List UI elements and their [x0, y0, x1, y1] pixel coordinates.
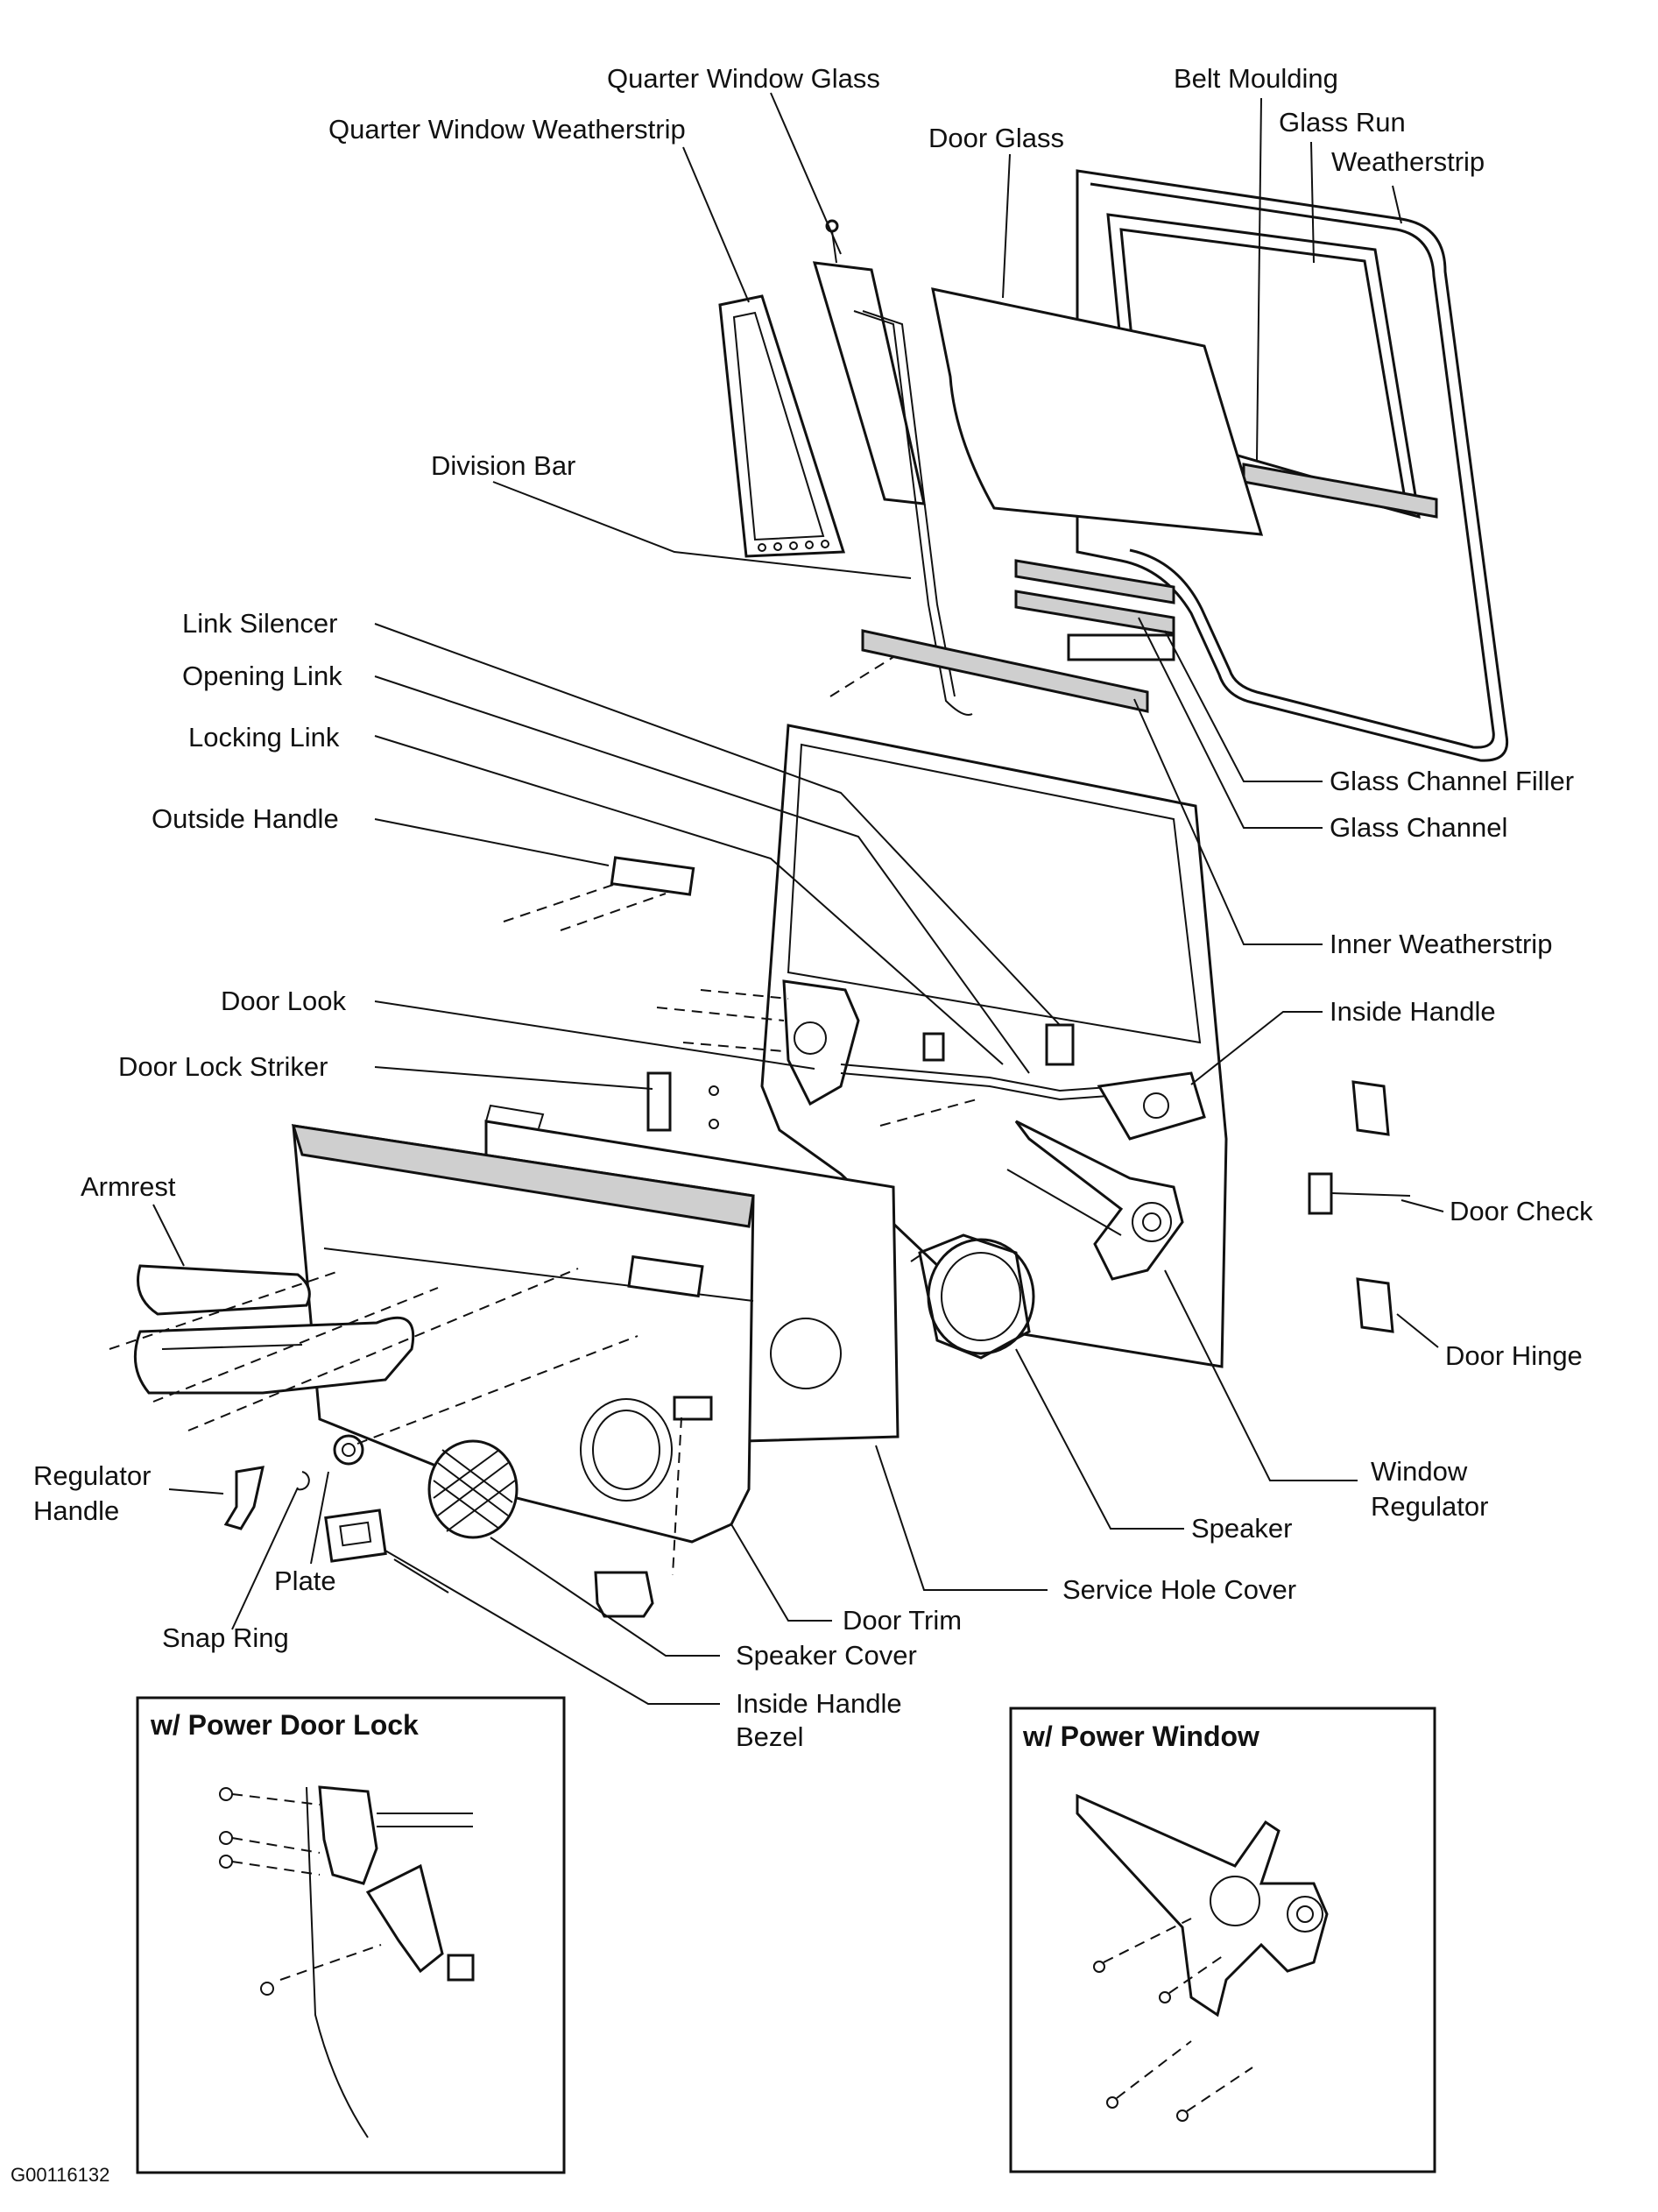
label-outside-handle: Outside Handle: [152, 803, 339, 834]
label-division-bar: Division Bar: [431, 450, 575, 481]
door-links: [840, 1023, 1122, 1101]
label-inside-handle: Inside Handle: [1330, 996, 1496, 1027]
label-glass-channel-filler: Glass Channel Filler: [1330, 766, 1574, 796]
inset-power-window: w/ Power Window: [1009, 1707, 1436, 2173]
figure-code: G00116132: [11, 2164, 109, 2186]
label-regulator-handle-1: Regulator: [33, 1460, 151, 1491]
label-regulator-handle-2: Handle: [33, 1495, 119, 1526]
label-window-regulator-2: Regulator: [1371, 1491, 1488, 1522]
door-glass: [931, 287, 1264, 536]
inside-handle-bezel-part: [324, 1509, 449, 1594]
speaker-part: [918, 1233, 1035, 1360]
label-quarter-window-glass: Quarter Window Glass: [607, 63, 880, 94]
door-check-hinge-parts: [1308, 1080, 1411, 1333]
outside-handle-part: [503, 856, 695, 931]
inside-handle-part: [1097, 1071, 1206, 1141]
leader-lines: [152, 92, 1444, 1705]
label-quarter-window-weatherstrip: Quarter Window Weatherstrip: [328, 114, 686, 145]
label-glass-channel: Glass Channel: [1330, 812, 1507, 843]
quarter-window-weatherstrip: [718, 294, 846, 558]
inset-power-window-title: w/ Power Window: [1022, 1721, 1259, 1752]
label-plate: Plate: [274, 1565, 336, 1596]
label-door-lock-striker: Door Lock Striker: [118, 1051, 328, 1082]
inset-power-door-lock-title: w/ Power Door Lock: [150, 1709, 419, 1741]
label-glass-run-2: Weatherstrip: [1331, 146, 1485, 177]
label-belt-moulding: Belt Moulding: [1174, 63, 1338, 94]
door-trim-part: [291, 1124, 755, 1544]
label-door-trim: Door Trim: [843, 1605, 962, 1636]
label-glass-run-1: Glass Run: [1279, 107, 1406, 138]
inset-power-door-lock: w/ Power Door Lock: [136, 1696, 566, 2174]
label-service-hole-cover: Service Hole Cover: [1062, 1574, 1296, 1605]
label-door-check: Door Check: [1450, 1196, 1593, 1226]
speaker-cover-part: [427, 1439, 519, 1539]
inner-weatherstrip-part: [861, 629, 1149, 713]
part-labels: Quarter Window Glass Quarter Window Weat…: [33, 63, 1593, 1752]
armrest-part: [133, 1264, 415, 1395]
belt-moulding: [1242, 463, 1438, 519]
label-door-hinge: Door Hinge: [1445, 1340, 1583, 1371]
small-parts: [223, 1434, 654, 1618]
label-link-silencer: Link Silencer: [182, 608, 337, 639]
label-door-glass: Door Glass: [928, 123, 1064, 153]
label-speaker-cover: Speaker Cover: [736, 1640, 917, 1671]
label-armrest: Armrest: [81, 1171, 176, 1202]
label-window-regulator-1: Window: [1371, 1456, 1468, 1487]
glass-channel-filler-part: [1014, 559, 1175, 661]
label-locking-link: Locking Link: [188, 722, 340, 753]
window-regulator-part: [1006, 1120, 1184, 1281]
door-lock-part: [656, 979, 860, 1106]
label-speaker: Speaker: [1191, 1513, 1292, 1544]
label-door-look: Door Look: [221, 986, 347, 1016]
label-inner-weatherstrip: Inner Weatherstrip: [1330, 929, 1552, 959]
label-opening-link: Opening Link: [182, 661, 342, 691]
label-inside-handle-bezel-2: Bezel: [736, 1721, 804, 1752]
label-inside-handle-bezel-1: Inside Handle: [736, 1688, 902, 1719]
label-snap-ring: Snap Ring: [162, 1622, 289, 1653]
screw-paths: [109, 656, 977, 1576]
door-lock-striker-part: [646, 1071, 719, 1132]
